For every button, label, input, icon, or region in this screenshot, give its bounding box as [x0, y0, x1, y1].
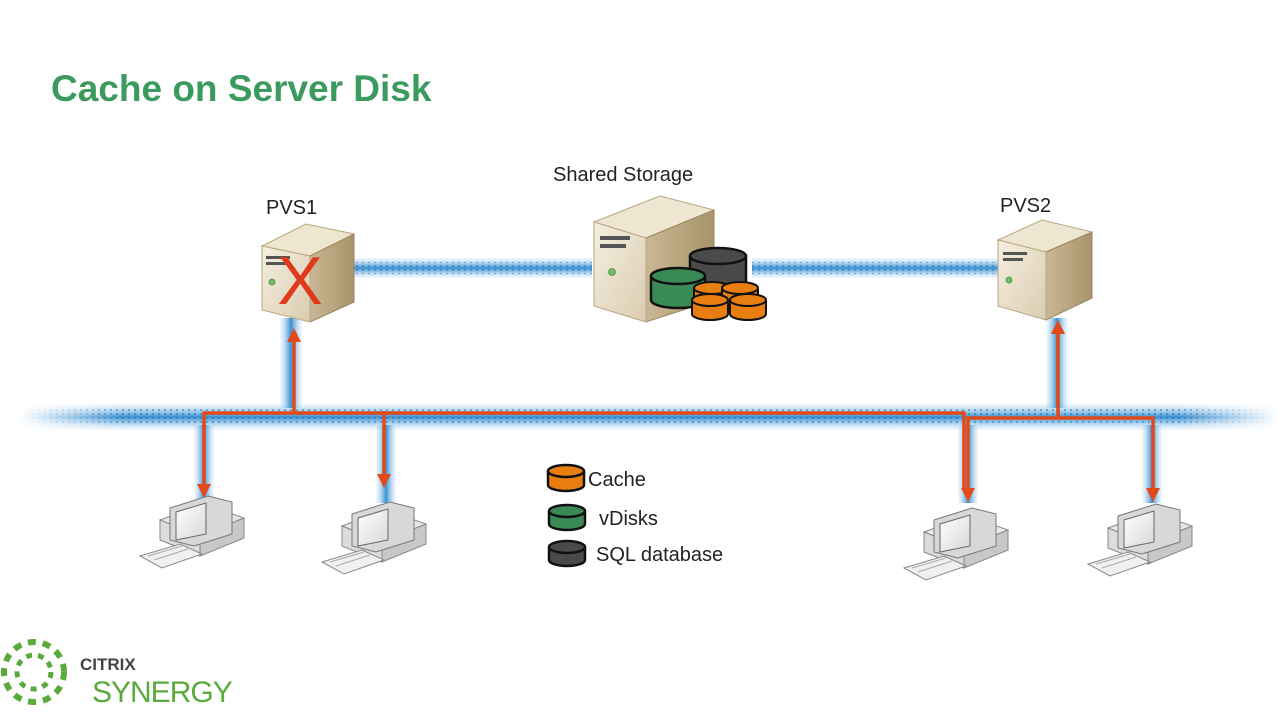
network-drop-client-2	[376, 425, 396, 503]
arrow-client-2	[377, 474, 391, 488]
flow-pvs1-to-clients	[202, 411, 966, 490]
flow-paths	[202, 332, 1155, 490]
client-computer-4-icon	[1086, 503, 1194, 577]
legend-vdisks-label: vDisks	[599, 508, 658, 530]
logo-company: CITRIX	[80, 655, 136, 674]
arrow-client-1	[197, 484, 211, 498]
network-link-pvs1-storage	[352, 258, 592, 278]
client-computer-1-icon	[138, 495, 246, 569]
flow-arrowheads	[197, 320, 1160, 502]
network-drop-pvs1	[280, 318, 302, 408]
pvs2-label: PVS2	[1000, 195, 1052, 217]
flow-pvs2-to-clients	[966, 332, 1060, 490]
flow-pvs2-to-client-4	[1058, 416, 1155, 490]
shared-storage-label: Shared Storage	[553, 164, 694, 186]
pvs2-server-icon	[996, 219, 1094, 321]
citrix-synergy-logo: CITRIX SYNERGY	[1, 639, 234, 709]
pvs1-failure-mark: X	[277, 243, 322, 319]
client-computer-3-icon	[902, 507, 1010, 581]
legend-sql-swatch	[547, 539, 587, 568]
client-computer-2-icon	[320, 501, 428, 575]
arrow-pvs1	[287, 328, 301, 342]
legend-cache-swatch	[546, 463, 586, 493]
cache-cylinders	[691, 281, 767, 321]
legend: Cache vDisks SQL database	[546, 463, 723, 568]
network-link-storage-pvs2	[752, 258, 1002, 278]
arrow-client-4	[1146, 488, 1160, 502]
legend-cache-label: Cache	[588, 469, 646, 491]
arrow-client-3	[961, 488, 975, 502]
pvs1-server-icon	[260, 223, 356, 323]
arrow-pvs2	[1051, 320, 1065, 334]
logo-ring-icon	[1, 639, 67, 705]
logo-event: SYNERGY	[92, 676, 233, 709]
legend-vdisks-swatch	[547, 503, 587, 532]
pvs1-label: PVS1	[266, 197, 318, 219]
page-title: Cache on Server Disk	[51, 68, 432, 109]
legend-sql-label: SQL database	[596, 544, 723, 566]
